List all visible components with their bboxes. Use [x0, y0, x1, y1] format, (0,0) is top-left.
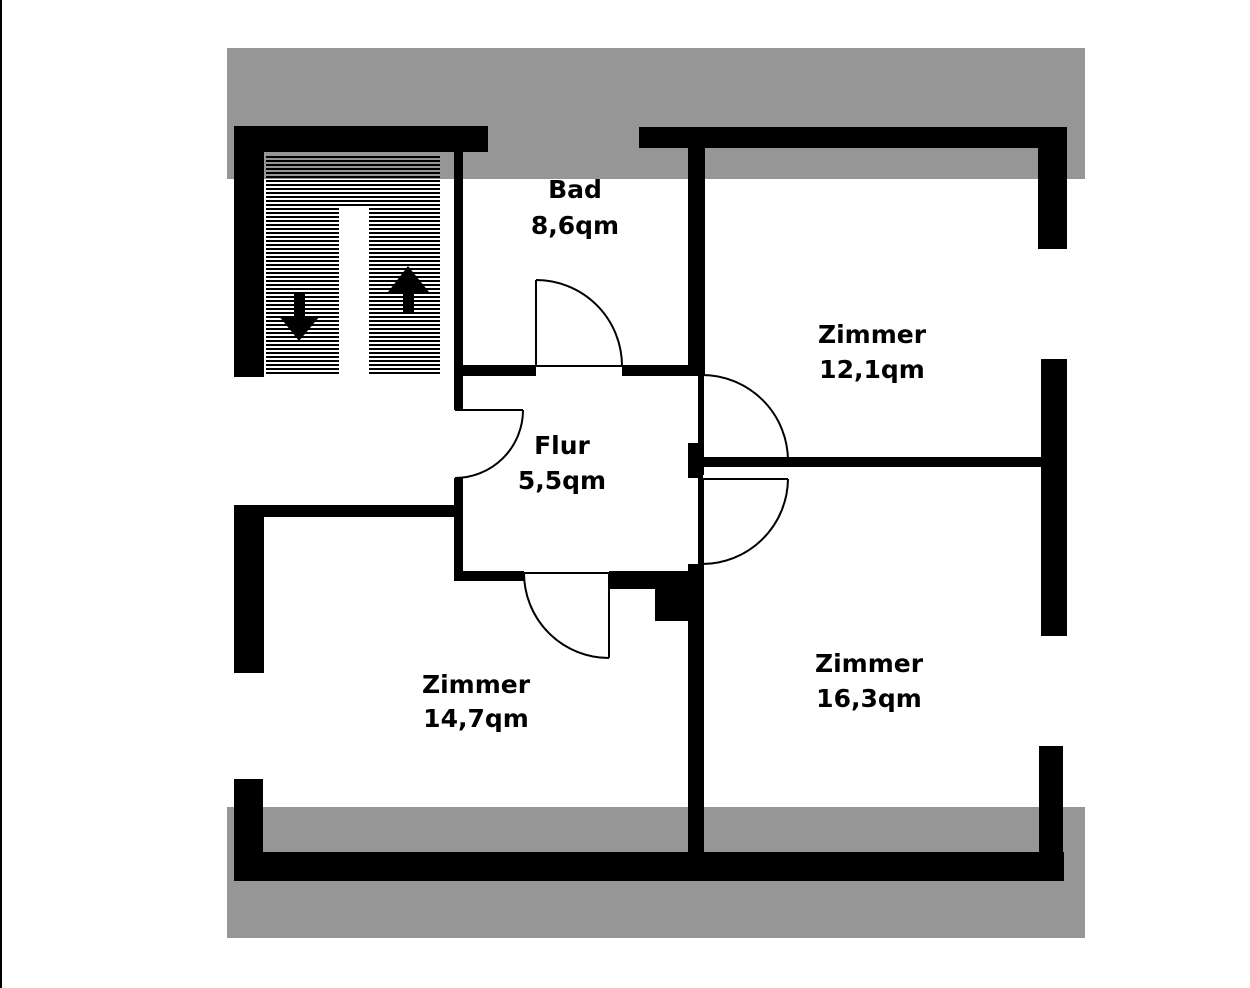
stair-tread: [266, 204, 440, 206]
wall-stair-top: [234, 126, 488, 152]
wall-sw-top: [234, 505, 459, 517]
door-bad: [535, 279, 623, 367]
wall-sw-left-upper: [234, 505, 264, 673]
stair-tread: [266, 188, 440, 190]
stair-tread: [266, 156, 440, 158]
wall-hall-south-left: [454, 571, 524, 581]
door-stair: [454, 409, 524, 479]
room-flur: Flur 5,5qm: [518, 431, 606, 495]
wall-hall-east-jamb: [688, 443, 703, 478]
arrow-down-icon: [279, 294, 320, 341]
wall-east-mid: [1041, 359, 1067, 636]
stair-tread: [266, 168, 440, 170]
room-area: 5,5qm: [518, 466, 606, 495]
arrow-up-icon: [388, 266, 429, 314]
wall-hall-north-right: [622, 365, 703, 376]
room-zimmer-se: Zimmer 16,3qm: [815, 649, 924, 713]
room-area: 14,7qm: [423, 704, 529, 733]
room-area: 8,6qm: [531, 211, 619, 240]
stair-tread: [266, 172, 440, 174]
wall-central: [688, 564, 704, 852]
wall-stair-left: [234, 126, 264, 377]
room-zimmer-ne: Zimmer 12,1qm: [818, 320, 927, 384]
stair-tread: [266, 164, 440, 166]
roof-slope-top: [227, 48, 1085, 179]
room-area: 12,1qm: [819, 355, 925, 384]
doors: [454, 279, 789, 659]
stair-tread: [266, 160, 440, 162]
wall-bottom: [234, 852, 1064, 881]
wall-top-right: [639, 127, 1067, 148]
door-zimmer-ne: [701, 374, 789, 462]
room-name: Flur: [534, 431, 590, 460]
room-name: Bad: [548, 175, 602, 204]
room-area: 16,3qm: [816, 684, 922, 713]
wall-east-top: [1038, 127, 1067, 249]
room-name: Zimmer: [815, 649, 924, 678]
wall-partition-east: [704, 457, 1042, 467]
room-bad: Bad 8,6qm: [531, 175, 619, 240]
room-name: Zimmer: [422, 670, 531, 699]
stair-tread: [266, 200, 440, 202]
wall-hall-east-lower: [698, 478, 704, 564]
wall-hall-west: [454, 150, 463, 410]
stair-tread: [266, 176, 440, 178]
wall-chimney: [655, 571, 689, 621]
wall-hall-west-lower: [454, 478, 463, 580]
door-zimmer-sw: [523, 572, 610, 659]
wall-bad-east: [688, 148, 705, 374]
stair-tread: [266, 180, 440, 182]
wall-hall-north-left: [454, 365, 536, 376]
stair-tread: [266, 196, 440, 198]
stair-landing-gap: [339, 208, 369, 378]
room-zimmer-sw: Zimmer 14,7qm: [422, 670, 531, 733]
stair-tread: [266, 192, 440, 194]
door-zimmer-se: [701, 478, 789, 565]
stair-tread: [266, 184, 440, 186]
room-name: Zimmer: [818, 320, 927, 349]
